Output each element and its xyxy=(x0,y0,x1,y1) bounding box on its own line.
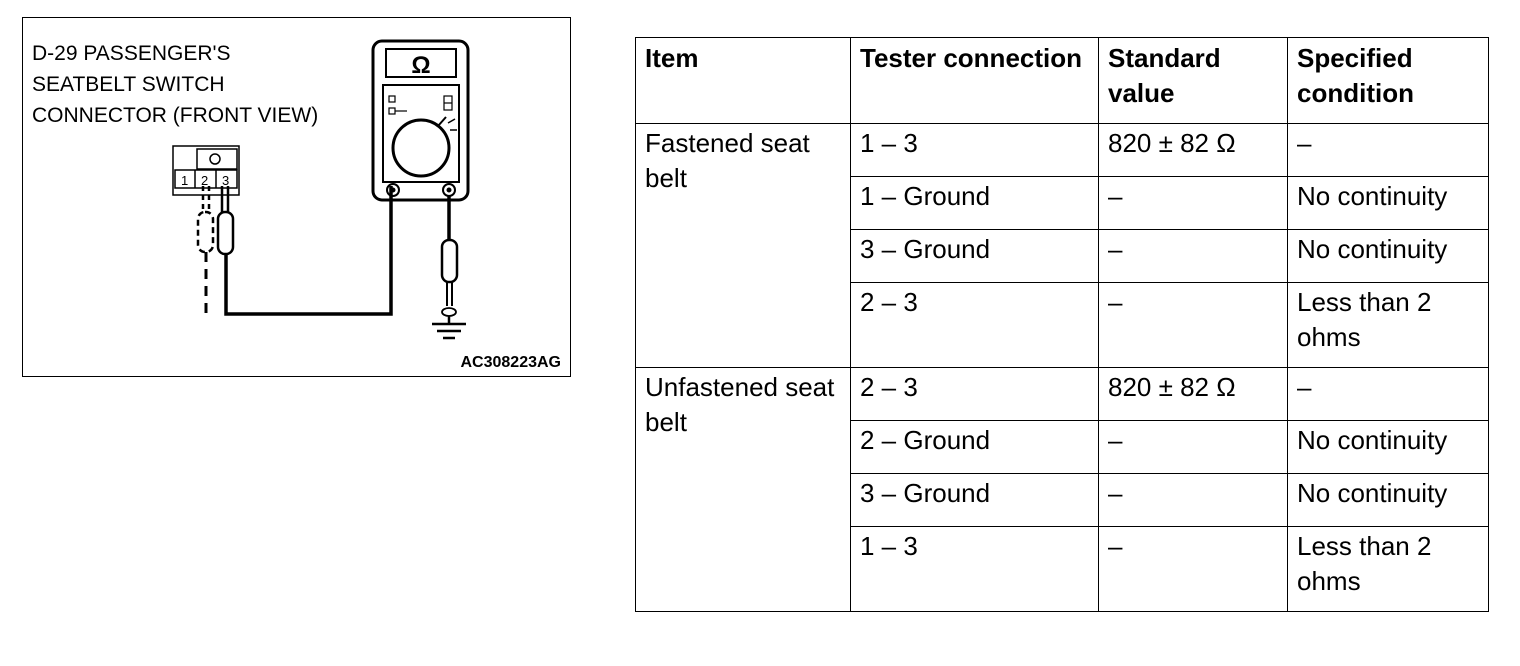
condition-cell: No continuity xyxy=(1287,176,1489,230)
ground-symbol-icon xyxy=(432,316,466,340)
connection-cell: 3 – Ground xyxy=(850,473,1099,527)
table-row: 1 – Ground – No continuity xyxy=(636,176,1489,230)
table-row: Fastened seat belt 1 – 3 820 ± 82 Ω – xyxy=(635,123,1489,368)
standard-cell: – xyxy=(1098,473,1288,527)
probe-icon xyxy=(440,196,459,317)
pin-label: 2 xyxy=(201,173,208,188)
caption-line: SEATBELT SWITCH xyxy=(32,73,225,96)
pin-label: 1 xyxy=(181,173,188,188)
caption-line: CONNECTOR (FRONT VIEW) xyxy=(32,104,319,127)
connection-cell: 1 – 3 xyxy=(850,123,1099,177)
condition-cell: No continuity xyxy=(1287,473,1489,527)
diagram-caption: D-29 PASSENGER'S SEATBELT SWITCH CONNECT… xyxy=(32,38,318,131)
table-row: 3 – Ground – No continuity xyxy=(636,473,1489,527)
standard-cell: 820 ± 82 Ω xyxy=(1098,123,1288,177)
inspection-table: Item Tester connection Standard value Sp… xyxy=(635,37,1489,612)
standard-cell: – xyxy=(1098,229,1288,283)
pin-label: 3 xyxy=(222,173,229,188)
table-row: Unfastened seat belt 2 – 3 820 ± 82 Ω – xyxy=(635,367,1489,612)
table-row: 2 – 3 – Less than 2 ohms xyxy=(636,282,1489,368)
header-item: Item xyxy=(635,37,851,124)
connection-cell: 2 – Ground xyxy=(850,420,1099,474)
condition-cell: No continuity xyxy=(1287,420,1489,474)
condition-cell: Less than 2 ohms xyxy=(1287,282,1489,368)
standard-cell: – xyxy=(1098,176,1288,230)
table-row: 3 – Ground – No continuity xyxy=(636,229,1489,283)
standard-cell: – xyxy=(1098,282,1288,368)
connection-cell: 2 – 3 xyxy=(850,282,1099,368)
ohm-symbol: Ω xyxy=(411,52,430,79)
wiring-illustration: 1 2 3 Ω xyxy=(172,39,470,340)
item-cell: Unfastened seat belt xyxy=(635,367,851,612)
caption-line: D-29 PASSENGER'S xyxy=(32,42,231,65)
table-row: 1 – 3 – Less than 2 ohms xyxy=(636,526,1489,612)
connection-cell: 2 – 3 xyxy=(850,367,1099,421)
standard-cell: 820 ± 82 Ω xyxy=(1098,367,1288,421)
table-header-row: Item Tester connection Standard value Sp… xyxy=(635,37,1489,124)
connection-cell: 1 – 3 xyxy=(850,526,1099,612)
connector-icon: 1 2 3 xyxy=(172,145,240,196)
header-specified-condition: Specified condition xyxy=(1287,37,1489,124)
probe-icon xyxy=(216,186,393,316)
item-cell: Fastened seat belt xyxy=(635,123,851,368)
header-standard-value: Standard value xyxy=(1098,37,1288,124)
standard-cell: – xyxy=(1098,526,1288,612)
condition-cell: – xyxy=(1287,123,1489,177)
probe-icon xyxy=(196,186,215,316)
condition-cell: No continuity xyxy=(1287,229,1489,283)
standard-cell: – xyxy=(1098,420,1288,474)
condition-cell: Less than 2 ohms xyxy=(1287,526,1489,612)
connection-cell: 3 – Ground xyxy=(850,229,1099,283)
multimeter-icon: Ω xyxy=(371,39,470,202)
condition-cell: – xyxy=(1287,367,1489,421)
connection-cell: 1 – Ground xyxy=(850,176,1099,230)
figure-id: AC308223AG xyxy=(460,354,562,371)
header-tester-connection: Tester connection xyxy=(850,37,1099,124)
connector-diagram: D-29 PASSENGER'S SEATBELT SWITCH CONNECT… xyxy=(22,17,571,377)
